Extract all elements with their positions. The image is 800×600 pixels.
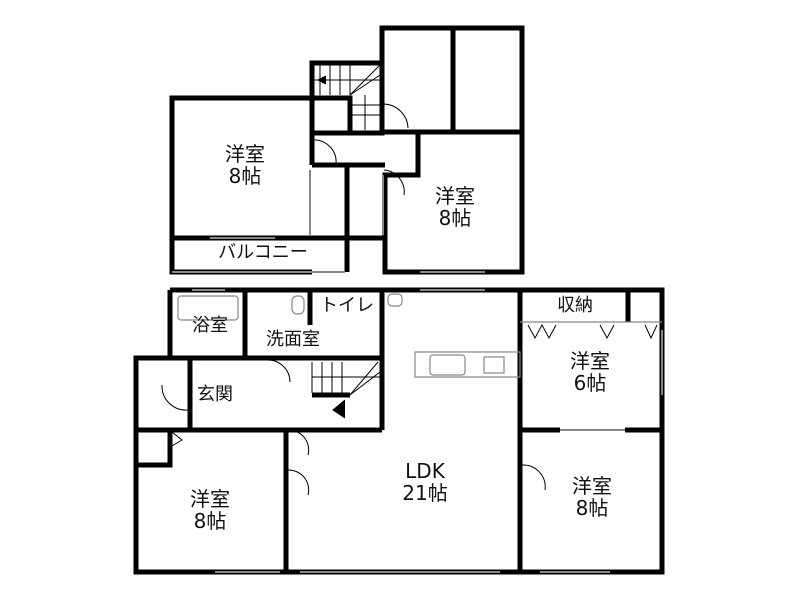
- ground-windows: [192, 289, 663, 573]
- room-size: 8帖: [575, 496, 609, 521]
- room-name: LDK: [405, 459, 445, 483]
- room-size: 8帖: [193, 509, 227, 534]
- room-size: 8帖: [228, 164, 262, 189]
- room-bathroom: 浴室: [192, 315, 228, 336]
- room-entrance: 玄関: [197, 384, 233, 405]
- room-storage: 収納: [557, 295, 593, 316]
- room-size: 21帖: [402, 481, 448, 506]
- room-name: 洋室: [435, 184, 475, 208]
- upper-floor-walls: [169, 25, 525, 275]
- room-western-6: 洋室 6帖: [550, 350, 630, 395]
- room-name: 洋室: [572, 474, 612, 498]
- room-washroom: 洗面室: [266, 329, 320, 350]
- room-western-ne: 洋室 8帖: [415, 185, 495, 230]
- room-western-se: 洋室 8帖: [552, 475, 632, 520]
- ground-stairs: [311, 361, 381, 419]
- room-size: 6帖: [573, 371, 607, 396]
- room-ldk: LDK 21帖: [385, 460, 465, 505]
- room-size: 8帖: [438, 206, 472, 231]
- upper-doors: [311, 103, 409, 196]
- room-western-sw: 洋室 8帖: [170, 488, 250, 533]
- ground-doors: [161, 323, 658, 496]
- room-balcony: バルコニー: [218, 242, 308, 263]
- room-name: 洋室: [225, 142, 265, 166]
- room-name: 洋室: [190, 487, 230, 511]
- upper-stairs: [314, 63, 381, 130]
- room-name: 洋室: [570, 349, 610, 373]
- upper-windows: [172, 170, 485, 273]
- room-toilet: トイレ: [320, 295, 374, 316]
- room-western-nw: 洋室 8帖: [205, 143, 285, 188]
- ground-fixtures: [177, 293, 662, 378]
